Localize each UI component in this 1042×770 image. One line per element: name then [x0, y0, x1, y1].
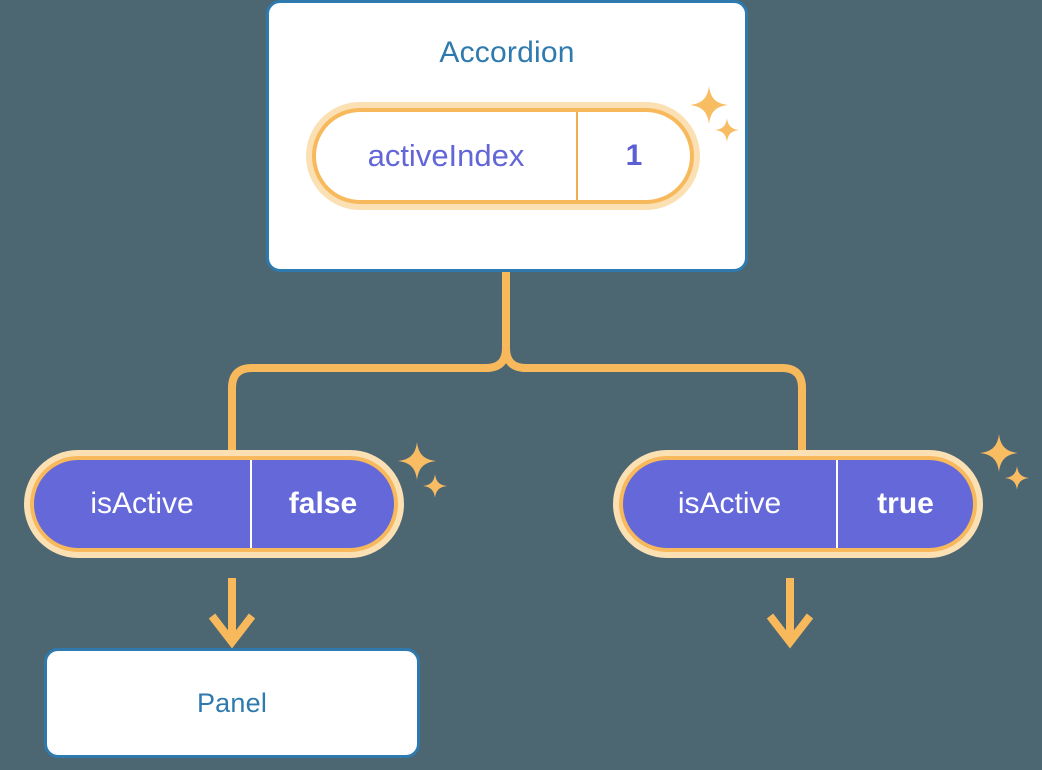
- state-value-label: true: [877, 487, 934, 520]
- panel-title: Panel: [196, 687, 268, 718]
- state-pill-is-active-left[interactable]: isActive false: [24, 450, 404, 558]
- state-pill-is-active-right[interactable]: isActive true: [613, 450, 983, 558]
- state-pill-inner: isActive true: [623, 460, 973, 548]
- sparkle-icon: [398, 442, 436, 480]
- panel-card-left[interactable]: Panel: [44, 648, 420, 758]
- state-pill-inner: activeIndex 1: [316, 112, 690, 200]
- connector-branch-right: [502, 344, 806, 456]
- sparkle-icon-small: [1005, 466, 1029, 490]
- state-pill-inner: isActive false: [34, 460, 394, 548]
- page-title: Accordion: [439, 36, 575, 69]
- arrow-down-right: [766, 578, 814, 649]
- state-value-label: 1: [625, 139, 643, 172]
- sparkle-icon: [980, 434, 1018, 472]
- state-key-label: isActive: [623, 460, 838, 548]
- arrow-down-left: [208, 578, 256, 649]
- state-pill-active-index[interactable]: activeIndex 1: [306, 102, 700, 210]
- state-key-label: isActive: [34, 460, 252, 548]
- sparkle-icon-small: [423, 474, 447, 498]
- state-value-label: false: [288, 487, 358, 520]
- connector-branch-left: [228, 344, 510, 456]
- state-key-label: activeIndex: [316, 112, 578, 200]
